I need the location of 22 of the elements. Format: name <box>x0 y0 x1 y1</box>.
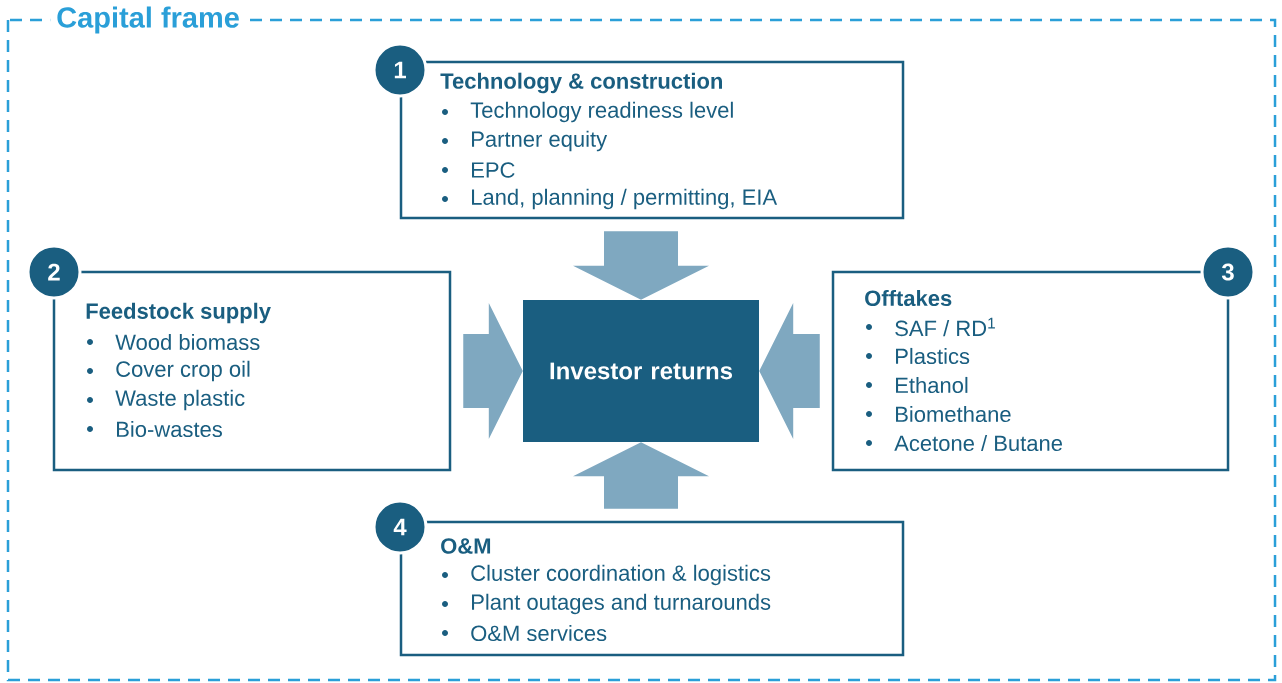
block-arrow <box>759 303 820 439</box>
frame-title: Capital frame <box>50 4 246 36</box>
block-arrow <box>573 231 709 300</box>
bullet-text: Plastics <box>896 347 970 365</box>
bullet-text: Waste plastic <box>115 389 245 411</box>
block-arrow <box>463 303 523 439</box>
bullet-text: Bio-wastes <box>117 420 222 438</box>
bullet-text: O&M services <box>471 624 607 642</box>
result-box: Investor returns <box>523 300 759 442</box>
bullet-text: Ethanol <box>896 376 968 394</box>
bullet-text: Cluster coordination & logistics <box>471 564 771 586</box>
bullet-text: Cover crop oil <box>116 360 250 382</box>
bullet-text: Partner equity <box>472 130 608 152</box>
bullet-text: Technology readiness level <box>470 101 733 123</box>
bullet-text: EPC <box>472 162 515 178</box>
bullet-text: Plant outages and turnarounds <box>472 593 771 615</box>
bullet-text: Acetone / Butane <box>894 434 1062 452</box>
block-arrow <box>573 442 709 509</box>
bullet-text: Biomethane <box>896 405 1011 423</box>
bullet-text: Wood biomass <box>115 333 260 351</box>
bullet-text: SAF / RD$^{1}$ <box>895 317 995 337</box>
bullet-text: Land, planning / permitting, EIA <box>472 188 778 210</box>
